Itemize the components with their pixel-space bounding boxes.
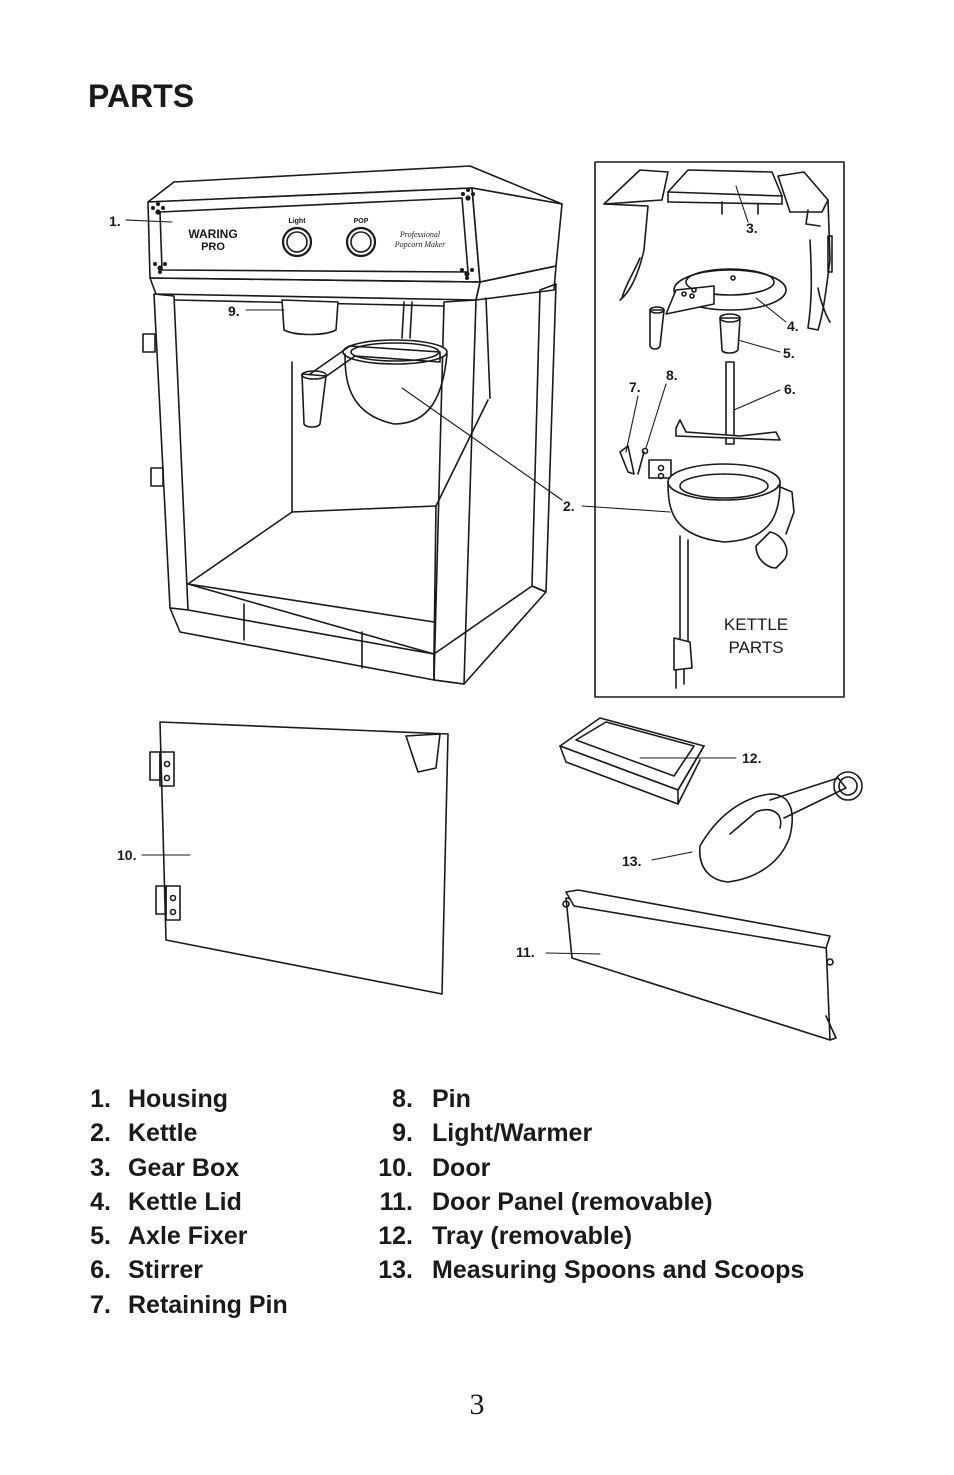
page-title: PARTS [88, 78, 195, 114]
page-number: 3 [469, 1388, 485, 1421]
kettle-parts-box [594, 161, 845, 698]
door-panel [562, 889, 837, 1041]
brand-line2: PRO [201, 241, 225, 253]
list-item: 9.Light/Warmer [392, 1119, 593, 1148]
callout-2: 2. [563, 498, 575, 514]
list-item: 4.Kettle Lid [90, 1187, 242, 1216]
list-item: 1.Housing [90, 1085, 228, 1113]
model-line2: Popcorn Maker [394, 240, 446, 249]
parts-list-right: 8.Pin 9.Light/Warmer 10.Door 11.Door Pan… [376, 1082, 805, 1288]
model-line1: Professional [399, 230, 441, 239]
list-item: 3.Gear Box [90, 1153, 240, 1182]
callout-4: 4. [787, 318, 799, 334]
scoop [699, 771, 863, 883]
list-item: 11.Door Panel (removable) [379, 1187, 713, 1216]
list-item: 10.Door [378, 1153, 491, 1182]
callout-10: 10. [117, 847, 136, 863]
list-item: 12.Tray (removable) [378, 1222, 633, 1251]
kettle-box-label-line2: PARTS [728, 638, 783, 657]
callout-3: 3. [746, 220, 758, 236]
callout-13: 13. [622, 853, 641, 869]
tray [559, 717, 705, 805]
callout-1: 1. [109, 213, 121, 229]
list-item: 13.Measuring Spoons and Scoops [378, 1256, 805, 1285]
brand-line1: WARING [188, 227, 237, 241]
list-item: 5.Axle Fixer [90, 1222, 248, 1251]
callout-9: 9. [228, 303, 240, 319]
list-item: 8.Pin [392, 1085, 471, 1113]
kettle-box-label-line1: KETTLE [724, 615, 788, 634]
door [149, 721, 449, 995]
callout-7: 7. [629, 379, 641, 395]
callout-6: 6. [784, 381, 796, 397]
callout-12: 12. [742, 750, 761, 766]
list-item: 2.Kettle [90, 1119, 198, 1148]
callout-8: 8. [666, 367, 678, 383]
knob2-label: POP [354, 218, 369, 225]
list-item: 6.Stirrer [90, 1256, 204, 1285]
callout-11: 11. [516, 944, 535, 960]
parts-list-left: 1.Housing 2.Kettle 3.Gear Box 4.Kettle L… [87, 1082, 288, 1322]
callout-5: 5. [783, 345, 795, 361]
list-item: 7.Retaining Pin [90, 1290, 288, 1319]
machine-housing [142, 165, 563, 685]
knob1-label: Light [288, 218, 306, 225]
